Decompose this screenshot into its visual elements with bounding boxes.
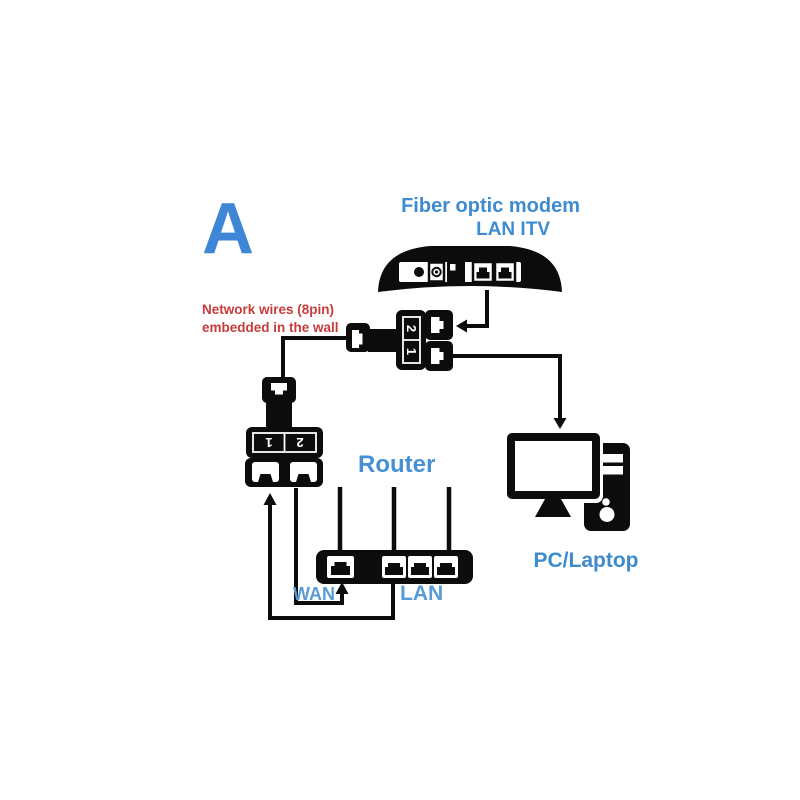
splitter-left-jacks-icon xyxy=(245,458,323,487)
splitter-top-port1-label: 1 xyxy=(404,348,419,355)
router-lan-port-1-icon xyxy=(382,556,406,578)
splitter-top-body: 2 1 xyxy=(396,310,426,370)
splitter-left-plug xyxy=(266,402,292,428)
wall-note-label: Network wires (8pin) embedded in the wal… xyxy=(202,301,339,337)
modem-power-button-icon xyxy=(414,267,424,277)
wire-splitter-to-wan xyxy=(294,488,349,605)
pc-label: PC/Laptop xyxy=(533,549,639,572)
modem-title-label: Fiber optic modem xyxy=(401,195,580,217)
wire-lan-to-splitter xyxy=(263,493,395,620)
router-lan-label: LAN xyxy=(400,582,444,605)
splitter-top-plug xyxy=(368,329,398,352)
pc-monitor-icon xyxy=(507,433,600,517)
splitter-top-jack-upper-icon xyxy=(425,310,453,340)
router-title-label: Router xyxy=(358,451,436,478)
splitter-left-illustration: 1 2 xyxy=(245,377,323,487)
wall-outlet-left-icon xyxy=(262,377,296,403)
splitter-left-port2-label: 2 xyxy=(296,435,303,450)
arrowhead-down-icon xyxy=(553,418,567,429)
router-lan-port-3-icon xyxy=(434,556,458,578)
wire-modem-to-splitter xyxy=(456,290,489,333)
pc-monitor-stand xyxy=(535,499,571,517)
splitter-top-jack-lower-icon xyxy=(425,341,453,371)
wall-note-line2: embedded in the wall xyxy=(202,320,339,335)
router-lan-port-2-icon xyxy=(408,556,432,578)
arrowhead-up-wan-icon xyxy=(335,582,349,594)
modem-power-jack-icon xyxy=(427,261,446,283)
wire-wall-embedded xyxy=(281,336,346,379)
router-illustration xyxy=(316,487,473,584)
modem-ethernet-port-1-icon xyxy=(471,260,495,284)
diagram-variant-letter: A xyxy=(202,189,254,269)
fiber-modem-illustration xyxy=(378,246,562,292)
arrowhead-left-icon xyxy=(456,319,467,333)
router-wan-port-icon xyxy=(327,556,354,578)
splitter-left-port1-label: 1 xyxy=(265,435,272,450)
modem-ethernet-port-dark-icon xyxy=(447,261,465,283)
wall-note-line1: Network wires (8pin) xyxy=(202,302,335,317)
modem-ethernet-port-2-icon xyxy=(493,260,517,284)
splitter-top-port2-label: 2 xyxy=(404,325,419,332)
splitter-left-body: 1 2 xyxy=(246,427,323,458)
modem-subtitle-label: LAN ITV xyxy=(476,219,550,240)
splitter-top-illustration: 2 1 xyxy=(346,310,453,371)
wire-splitter-to-pc xyxy=(452,354,567,429)
pc-illustration xyxy=(503,429,630,531)
router-wan-label: WAN xyxy=(293,584,335,604)
wall-outlet-top-icon xyxy=(346,323,370,352)
arrowhead-up-splitter-icon xyxy=(263,493,277,505)
